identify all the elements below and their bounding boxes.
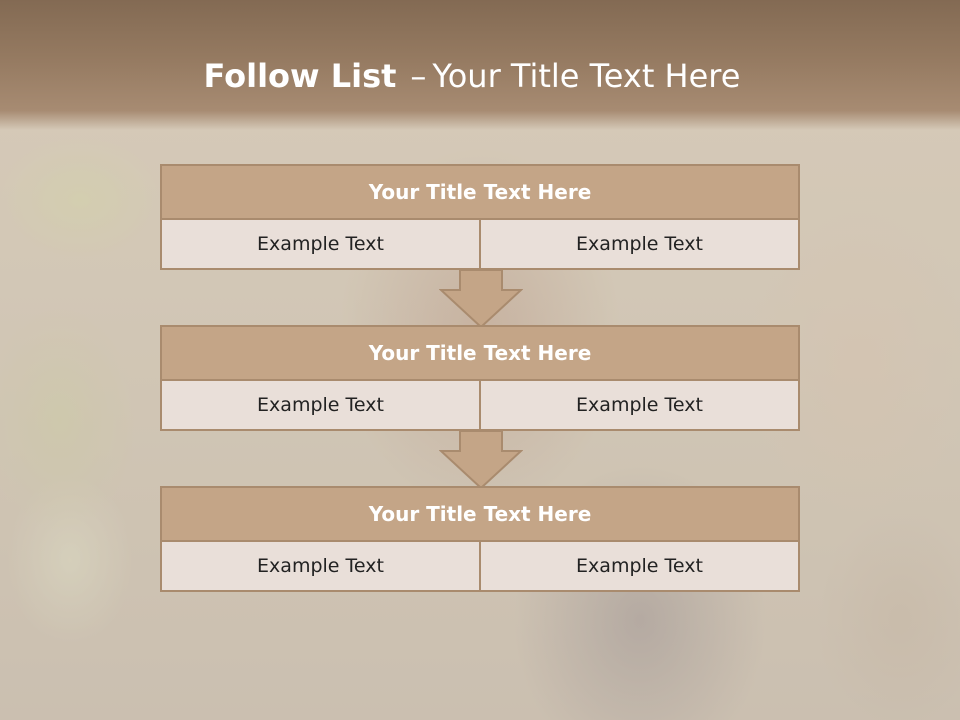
list-block-3: Your Title Text Here Example Text Exampl… — [160, 486, 800, 592]
block-cell-right: Example Text — [479, 542, 798, 590]
block-cell-left: Example Text — [162, 381, 479, 429]
title-bold: Follow List — [203, 57, 397, 95]
block-row: Example Text Example Text — [160, 220, 800, 270]
list-block-1: Your Title Text Here Example Text Exampl… — [160, 164, 800, 270]
slide-title: Follow List–Your Title Text Here — [0, 54, 944, 98]
block-row: Example Text Example Text — [160, 381, 800, 431]
list-block-2: Your Title Text Here Example Text Exampl… — [160, 325, 800, 431]
block-title: Your Title Text Here — [160, 325, 800, 381]
header-band — [0, 0, 960, 130]
block-title: Your Title Text Here — [160, 164, 800, 220]
block-cell-left: Example Text — [162, 220, 479, 268]
down-arrow-icon — [439, 431, 523, 489]
block-cell-left: Example Text — [162, 542, 479, 590]
down-arrow-icon — [439, 270, 523, 328]
block-title: Your Title Text Here — [160, 486, 800, 542]
block-cell-right: Example Text — [479, 381, 798, 429]
title-dash: – — [410, 57, 427, 95]
block-cell-right: Example Text — [479, 220, 798, 268]
title-rest: Your Title Text Here — [432, 57, 741, 95]
block-row: Example Text Example Text — [160, 542, 800, 592]
